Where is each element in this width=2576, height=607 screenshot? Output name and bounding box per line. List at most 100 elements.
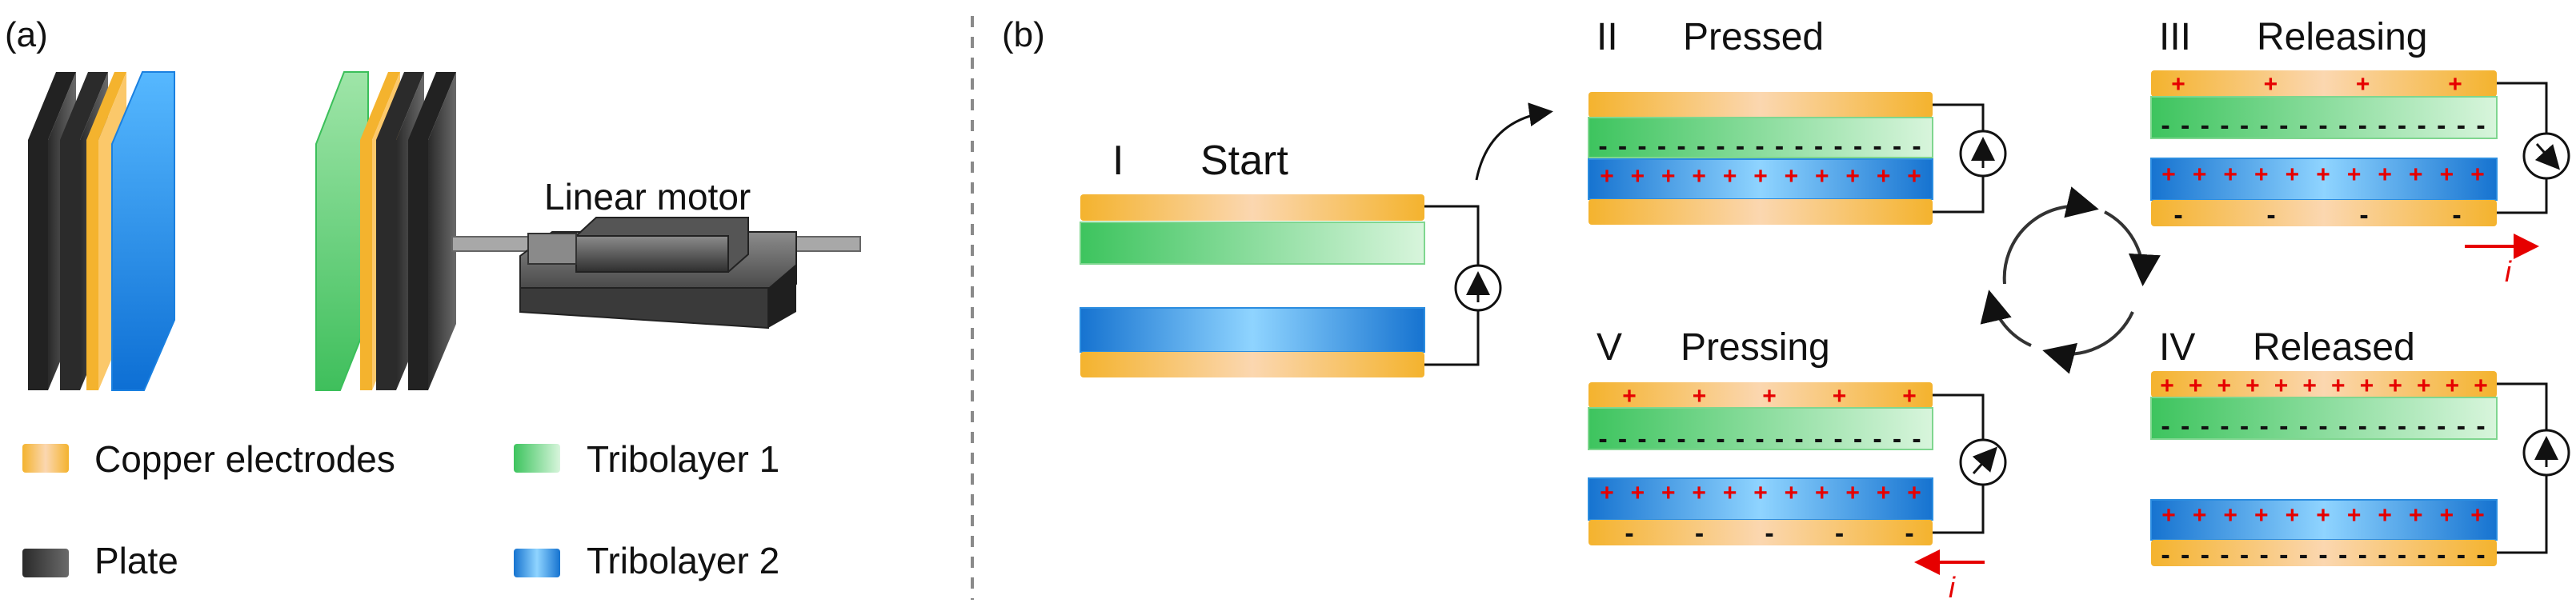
legend-swatch-tribolayer-2 xyxy=(514,549,560,577)
negative-charge: - xyxy=(2161,540,2169,570)
negative-charge: - xyxy=(1695,518,1704,549)
positive-charge: + xyxy=(2286,162,2300,188)
negative-charge: - xyxy=(1775,131,1784,162)
negative-charge: - xyxy=(2452,200,2461,230)
negative-charge: - xyxy=(1755,131,1764,162)
negative-charge: - xyxy=(1873,424,1881,454)
positive-charge: + xyxy=(1693,383,1707,409)
negative-charge: - xyxy=(2437,110,2446,141)
releasing-tribolayer-1 xyxy=(2150,96,2498,139)
negative-charge: - xyxy=(1794,131,1803,162)
negative-charge: - xyxy=(1677,424,1685,454)
state-pressed-numeral: II xyxy=(1596,16,1618,58)
positive-charge: + xyxy=(2378,502,2392,529)
negative-charge: - xyxy=(1833,131,1842,162)
positive-charge: + xyxy=(2331,373,2346,399)
legend-label-tribolayer-1: Tribolayer 1 xyxy=(587,438,779,480)
positive-charge: + xyxy=(1631,163,1645,190)
start-bottom-electrode xyxy=(1080,352,1424,377)
negative-charge: - xyxy=(2201,540,2209,570)
negative-charge: - xyxy=(1833,424,1842,454)
negative-charge: - xyxy=(2476,411,2485,441)
positive-charge: + xyxy=(2440,502,2454,529)
pressed-tribolayer-1 xyxy=(1588,117,1933,158)
positive-charge: + xyxy=(2223,502,2237,529)
positive-charge: + xyxy=(2264,71,2278,98)
negative-charge: - xyxy=(1893,424,1901,454)
negative-charge: - xyxy=(1873,131,1881,162)
start-tribolayer-1 xyxy=(1080,222,1425,265)
negative-charge: - xyxy=(2220,110,2229,141)
positive-charge: + xyxy=(2223,162,2237,188)
negative-charge: - xyxy=(2457,110,2466,141)
negative-charge: - xyxy=(2279,110,2288,141)
positive-charge: + xyxy=(1907,480,1921,506)
negative-charge: - xyxy=(1625,518,1633,549)
negative-charge: - xyxy=(2240,110,2249,141)
state-pressed-name: Pressed xyxy=(1683,16,1824,58)
positive-charge: + xyxy=(1877,163,1891,190)
releasing-top-electrode xyxy=(2151,70,2497,97)
negative-charge: - xyxy=(2476,540,2485,570)
negative-charge: - xyxy=(2338,540,2347,570)
negative-charge: - xyxy=(2161,411,2169,441)
released-tribolayer-1 xyxy=(2150,397,2498,440)
negative-charge: - xyxy=(2437,411,2446,441)
positive-charge: + xyxy=(1692,480,1706,506)
state-pressing-numeral: V xyxy=(1596,326,1622,369)
state-releasing-numeral: III xyxy=(2159,16,2191,58)
negative-charge: - xyxy=(2417,411,2426,441)
negative-charge: - xyxy=(2318,110,2327,141)
positive-charge: + xyxy=(2409,502,2423,529)
positive-charge: + xyxy=(1661,480,1676,506)
positive-charge: + xyxy=(2161,502,2176,529)
positive-charge: + xyxy=(1845,163,1860,190)
tribo-device-illustration xyxy=(28,71,861,391)
negative-charge: - xyxy=(2417,540,2426,570)
positive-charge: + xyxy=(2470,162,2485,188)
positive-charge: + xyxy=(2474,373,2488,399)
negative-charge: - xyxy=(2299,110,2308,141)
negative-charge: - xyxy=(1637,424,1646,454)
positive-charge: + xyxy=(1692,163,1706,190)
positive-charge: + xyxy=(1877,480,1891,506)
positive-charge: + xyxy=(1753,480,1768,506)
negative-charge: - xyxy=(2398,540,2406,570)
positive-charge: + xyxy=(1907,163,1921,190)
positive-charge: + xyxy=(2360,373,2374,399)
positive-charge: + xyxy=(1833,383,1847,409)
positive-charge: + xyxy=(2388,373,2402,399)
panel-a-label: (a) xyxy=(5,15,48,54)
positive-charge: + xyxy=(2378,162,2392,188)
negative-charge: - xyxy=(1853,424,1862,454)
pressed-bottom-electrode xyxy=(1588,199,1933,225)
positive-charge: + xyxy=(1661,163,1676,190)
state-released: IV Released ++++++++++++ ---------------… xyxy=(2150,326,2570,570)
negative-charge: - xyxy=(1637,131,1646,162)
negative-charge: - xyxy=(2378,540,2386,570)
positive-charge: + xyxy=(2409,162,2423,188)
positive-charge: + xyxy=(1600,480,1614,506)
state-pressing: V Pressing +++++ ----------------- +++++… xyxy=(1588,326,2007,604)
releasing-negative-charges: ----------------- xyxy=(2161,110,2485,141)
state-start-numeral: I xyxy=(1112,138,1124,184)
pressed-top-electrode xyxy=(1588,92,1933,118)
positive-charge: + xyxy=(2302,373,2317,399)
positive-charge: + xyxy=(2193,502,2207,529)
pressing-positive-charges: +++++++++++ xyxy=(1600,480,1921,506)
state-released-name: Released xyxy=(2253,326,2415,369)
pressing-bottom-electrode xyxy=(1588,520,1933,545)
negative-charge: - xyxy=(2240,540,2249,570)
negative-charge: - xyxy=(2279,411,2288,441)
positive-charge: + xyxy=(2286,502,2300,529)
state-releasing-name: Releasing xyxy=(2257,16,2427,58)
negative-charge: - xyxy=(2398,411,2406,441)
positive-charge: + xyxy=(2189,373,2203,399)
negative-charge: - xyxy=(1697,131,1705,162)
releasing-electrode-negative-charges: ---- xyxy=(2173,200,2461,230)
positive-charge: + xyxy=(2161,162,2176,188)
negative-charge: - xyxy=(1755,424,1764,454)
state-pressing-name: Pressing xyxy=(1681,326,1830,369)
negative-charge: - xyxy=(2457,411,2466,441)
